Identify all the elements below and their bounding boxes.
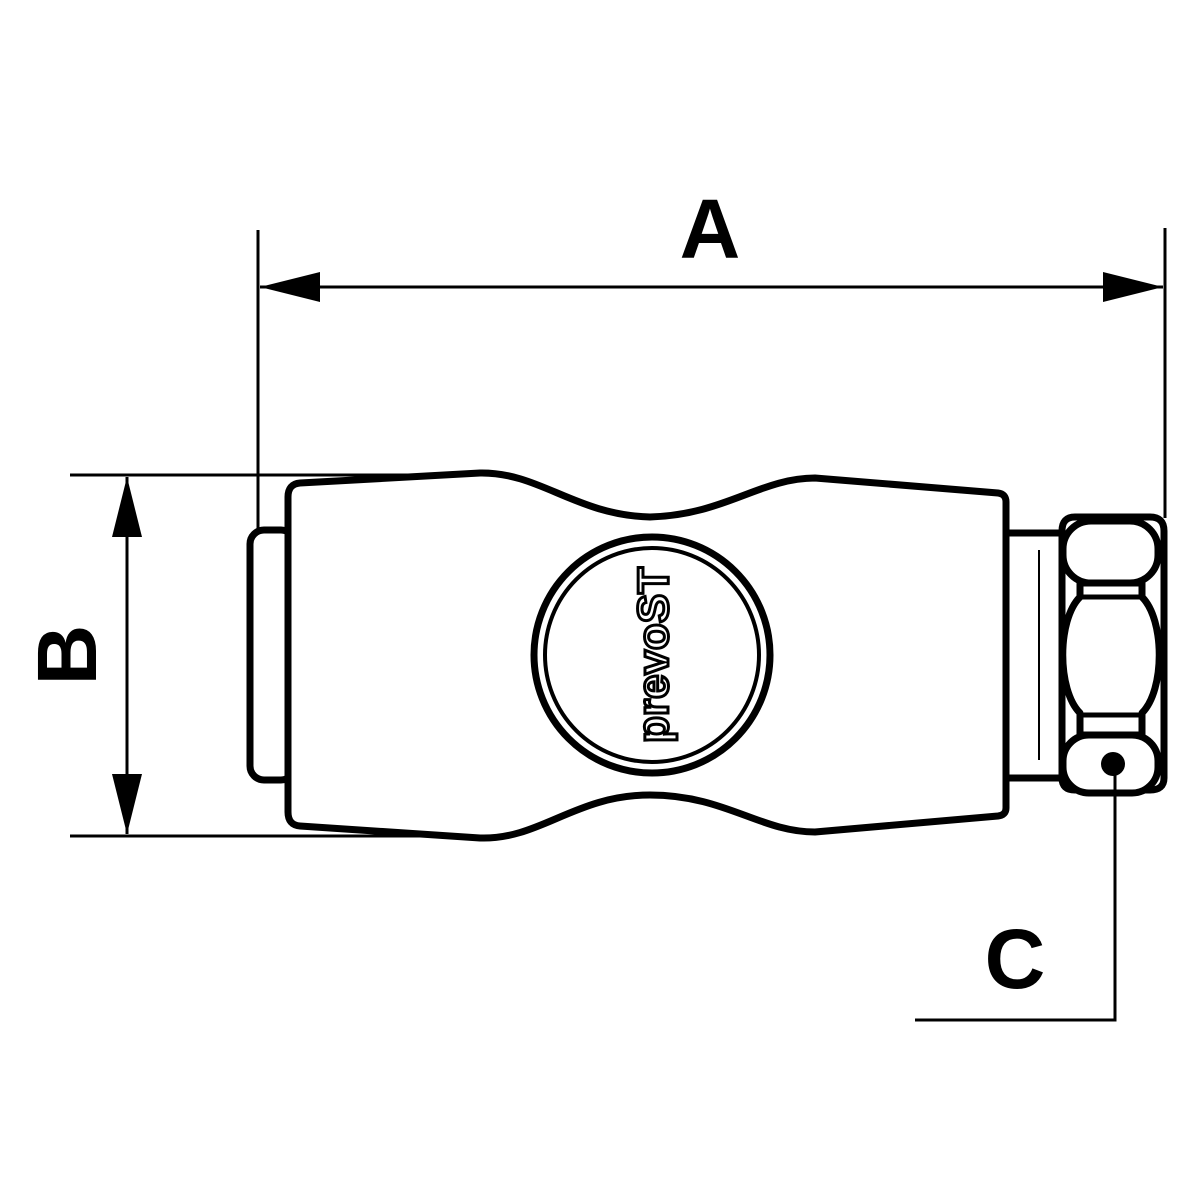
label-b: B [20,625,114,686]
dimension-b: B [20,473,490,838]
logo-ring-inner [543,546,761,764]
leader-line-c [915,764,1117,1022]
coupling-body [246,469,1168,842]
nut-flat-top [1059,517,1162,587]
dimension-a: A [256,182,1167,530]
prevost-logo: prevoST [629,567,678,743]
nut-center-face [1059,579,1163,739]
neck [1002,529,1066,782]
dimension-c: C [915,752,1125,1022]
leader-dot [1101,752,1125,776]
label-c: C [985,912,1046,1006]
label-a: A [680,182,741,276]
